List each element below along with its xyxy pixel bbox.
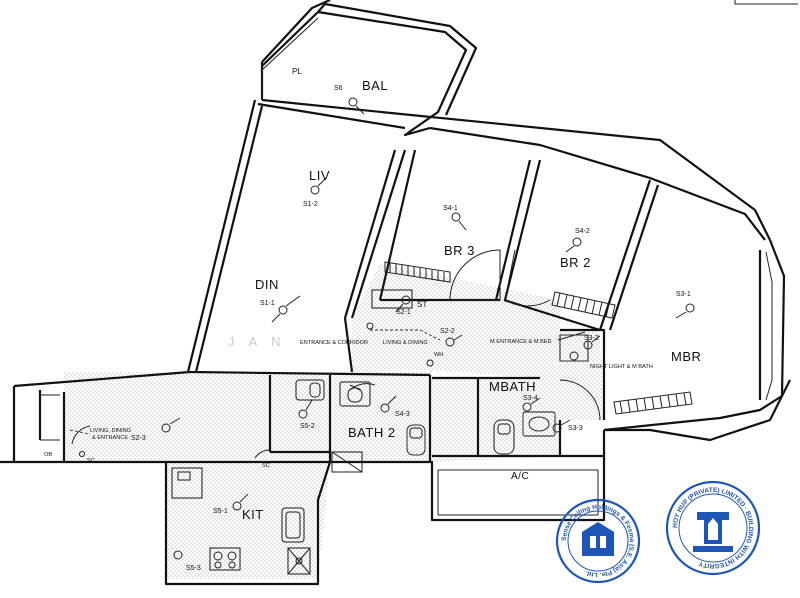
room-label-kit: KIT — [242, 507, 264, 522]
stamp-emblem-right — [693, 512, 733, 552]
frame-corner — [734, 0, 798, 5]
note-sc-1: SC — [87, 458, 95, 464]
switch-label-s5-2: S5-2 — [300, 423, 315, 430]
room-label-liv: LIV — [309, 168, 330, 183]
room-label-din: DIN — [255, 277, 279, 292]
circuit-notes: ENTRANCE & CORRIDOR LIVING & DINING M EN… — [44, 339, 653, 469]
note-m-entrance-bed: M ENTRANCE & M BED — [490, 339, 552, 345]
note-living-dining: LIVING & DINING — [383, 340, 428, 346]
room-label-bal: BAL — [362, 78, 388, 93]
stamp-emblem-left — [582, 522, 614, 556]
switch-label-s3-2: S3-2 — [584, 335, 599, 342]
switch-label-s2-1: S2-1 — [396, 309, 411, 316]
tiled-floor-areas — [64, 264, 604, 578]
room-label-pl: PL — [292, 67, 302, 76]
switch-label-s2-2: S2-2 — [440, 328, 455, 335]
note-night-light-bath: NIGHT LIGHT & M BATH — [590, 364, 653, 370]
switch-label-s2-3: S2-3 — [131, 435, 146, 442]
room-label-br3: BR 3 — [444, 243, 475, 258]
note-entrance-corridor: ENTRANCE & CORRIDOR — [300, 340, 368, 346]
developer-stamp: HOY HUP (PRIVATE) LIMITED · BUILDING WIT… — [665, 480, 761, 576]
room-label-bath2: BATH 2 — [348, 425, 396, 440]
room-label-st: ST — [417, 300, 427, 309]
switch-label-s4-2: S4-2 — [575, 228, 590, 235]
switch-label-s6: S6 — [334, 85, 343, 92]
room-label-mbr: MBR — [671, 349, 701, 364]
interior-walls — [166, 149, 660, 516]
railings — [261, 17, 693, 415]
note-sc-2: SC — [262, 463, 270, 469]
switch-label-s3-3: S3-3 — [568, 425, 583, 432]
room-label-mbath: MBATH — [489, 379, 536, 394]
switch-label-s1-1: S1-1 — [260, 300, 275, 307]
note-living-dining-entrance-2: & ENTRANCE — [92, 435, 128, 441]
switch-label-s4-3: S4-3 — [395, 411, 410, 418]
note-living-dining-entrance-1: LIVING, DINING — [90, 428, 131, 434]
watermark: JAN — [228, 334, 295, 349]
switch-label-s1-2: S1-2 — [303, 201, 318, 208]
room-label-ac: A/C — [511, 471, 529, 482]
exterior-walls — [0, 0, 791, 586]
switch-labels: S6 S1-2 S1-1 S4-1 S4-2 S3-1 S2-1 S2-2 S3… — [131, 85, 691, 572]
switch-label-s3-1: S3-1 — [676, 291, 691, 298]
switch-label-s3-4: S3-4 — [523, 395, 538, 402]
fixtures — [40, 289, 589, 575]
switch-label-s4-1: S4-1 — [443, 205, 458, 212]
switch-label-s5-1: S5-1 — [213, 508, 228, 515]
note-wh: WH — [434, 352, 443, 358]
light-points — [69, 97, 695, 560]
switch-label-s5-3: S5-3 — [186, 565, 201, 572]
room-label-br2: BR 2 — [560, 255, 591, 270]
room-labels: BAL LIV DIN BR 3 BR 2 MBR MBATH BATH 2 K… — [242, 67, 701, 522]
note-ob: OB — [44, 452, 52, 458]
